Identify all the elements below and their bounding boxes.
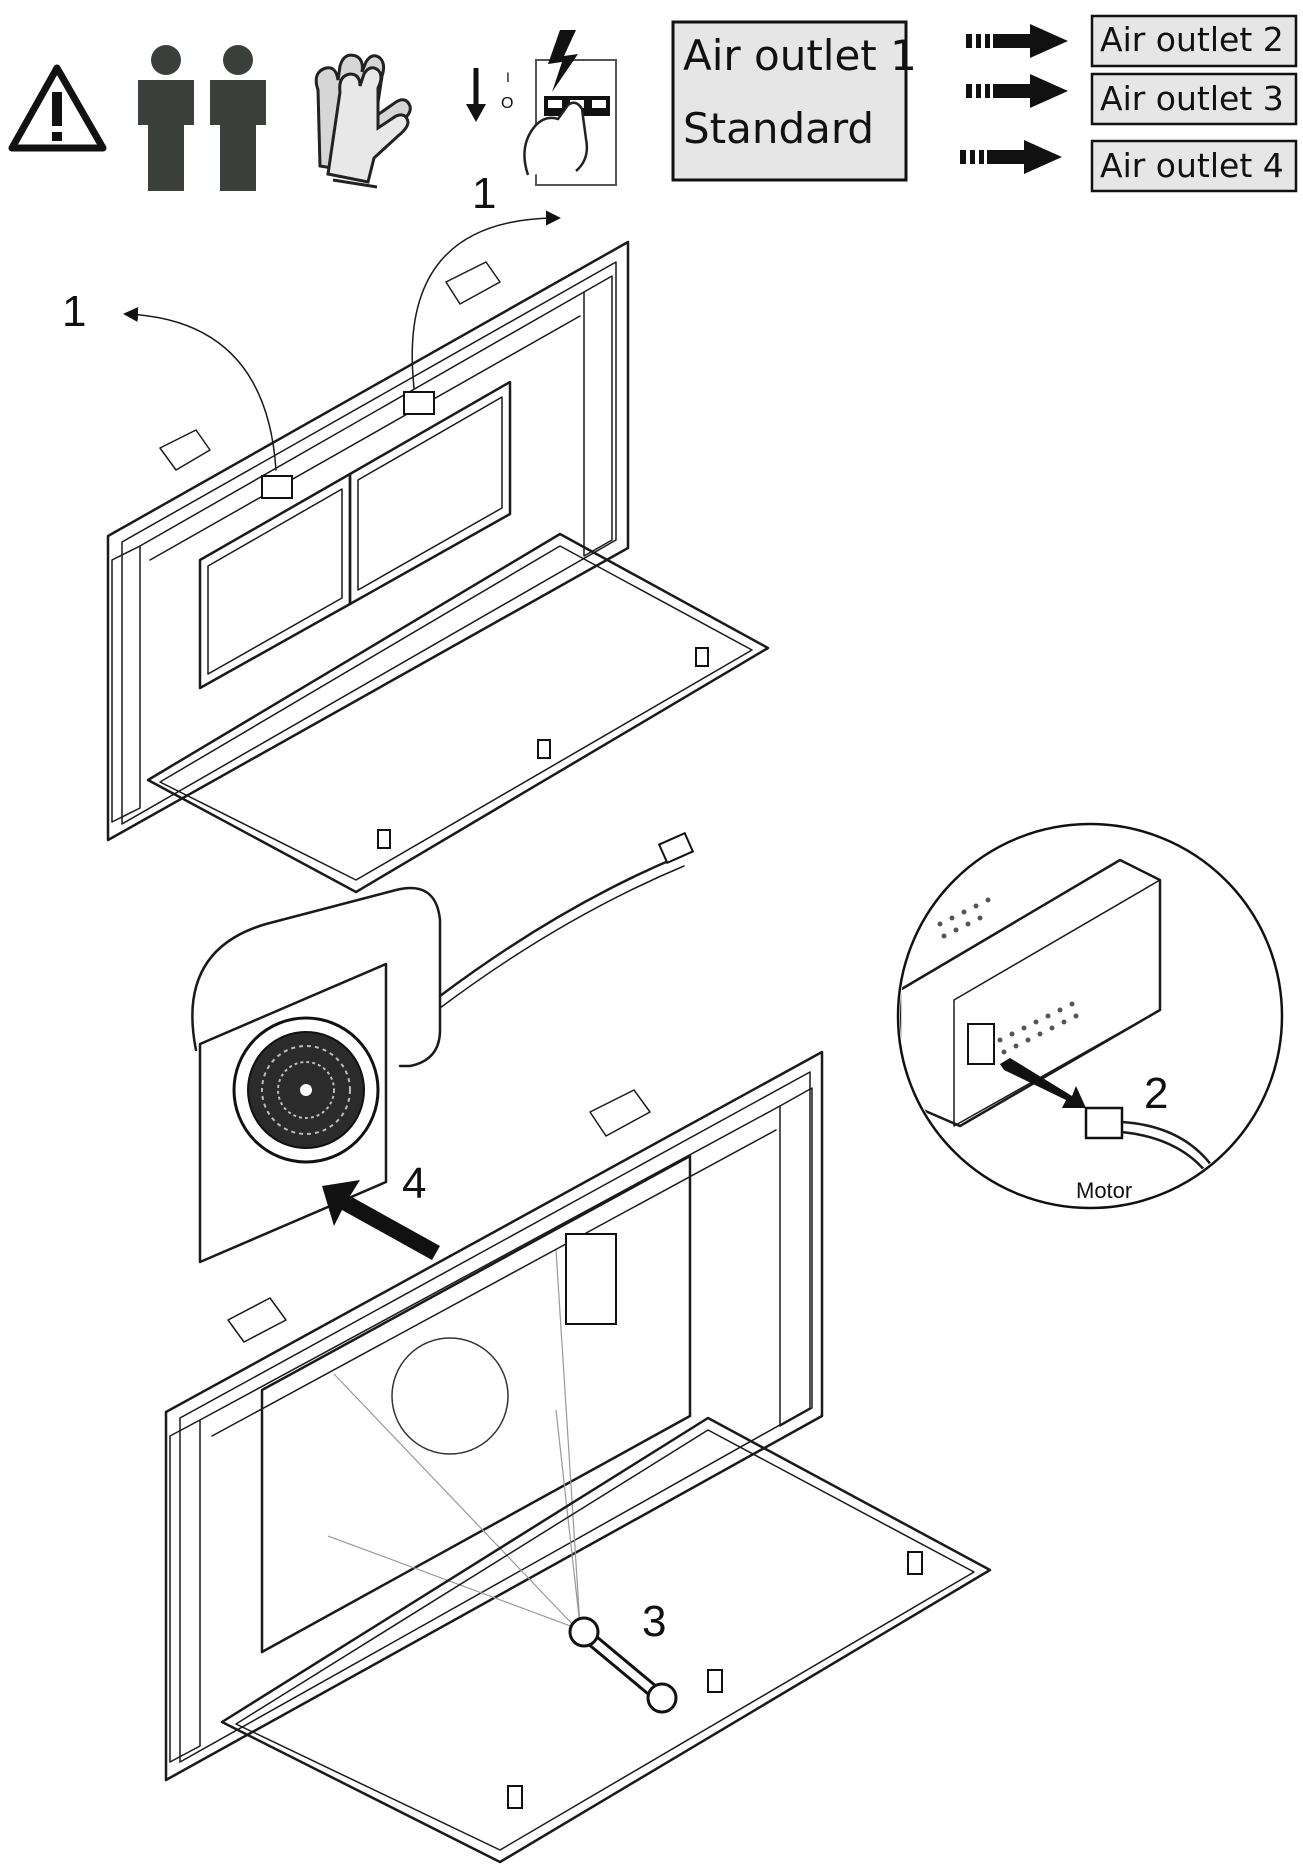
outlet-arrows bbox=[960, 24, 1068, 174]
disconnect-arrow-icon bbox=[1000, 1058, 1086, 1108]
outlet-option-3: Air outlet 3 bbox=[1090, 72, 1298, 126]
standard-outlet-line1: Air outlet 1 bbox=[683, 31, 917, 80]
motor-label: Motor bbox=[1076, 1178, 1132, 1203]
hood-assembly-upper bbox=[106, 210, 770, 894]
wrench-icon bbox=[568, 1616, 678, 1714]
blower-motor-unit bbox=[191, 831, 695, 1264]
power-off-icon: I O bbox=[466, 30, 617, 186]
step-1-left-label: 1 bbox=[62, 287, 86, 336]
gloves-icon bbox=[314, 53, 412, 189]
two-persons-icon bbox=[138, 45, 266, 191]
arrow-icon-4 bbox=[960, 140, 1062, 174]
outlet-option-3-label: Air outlet 3 bbox=[1100, 79, 1284, 118]
step-4-label: 4 bbox=[402, 1159, 426, 1208]
arrow-icon-3 bbox=[966, 74, 1068, 108]
outlet-option-4: Air outlet 4 bbox=[1090, 139, 1298, 193]
standard-outlet-box: Air outlet 1 Standard bbox=[671, 20, 917, 182]
standard-outlet-line2: Standard bbox=[683, 104, 874, 153]
outlet-option-2-label: Air outlet 2 bbox=[1100, 20, 1284, 59]
step-2-label: 2 bbox=[1144, 1069, 1168, 1118]
step-1-right-label: 1 bbox=[472, 169, 496, 218]
arrow-icon-2 bbox=[966, 24, 1068, 58]
outlet-option-2: Air outlet 2 bbox=[1090, 14, 1298, 68]
power-off-symbol: O bbox=[501, 95, 513, 112]
insert-arrow-icon bbox=[322, 1180, 440, 1260]
hood-assembly-lower bbox=[164, 1050, 992, 1864]
outlet-option-4-label: Air outlet 4 bbox=[1100, 146, 1284, 185]
warning-icon bbox=[8, 64, 107, 152]
step-3-label: 3 bbox=[642, 1597, 666, 1646]
power-on-symbol: I bbox=[506, 69, 510, 85]
connector-detail-callout bbox=[896, 822, 1284, 1210]
